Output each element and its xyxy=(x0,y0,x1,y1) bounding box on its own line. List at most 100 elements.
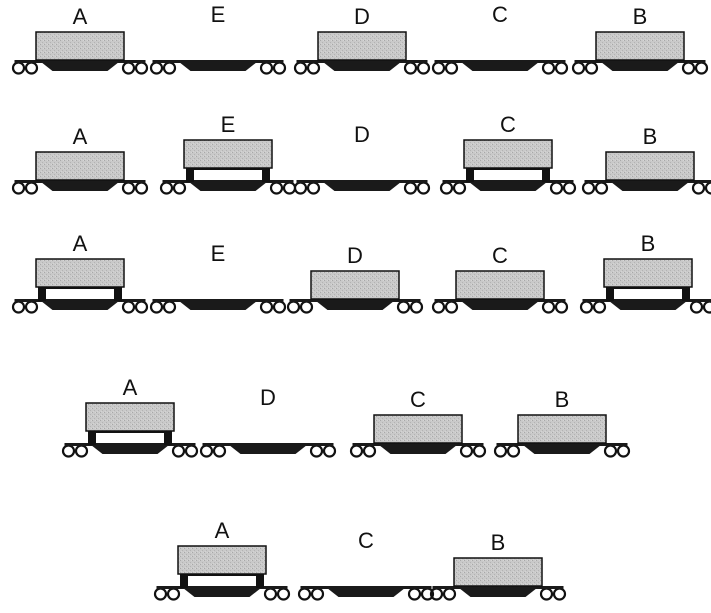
wheel xyxy=(172,181,187,195)
lift-post xyxy=(262,168,270,182)
railcar: A xyxy=(61,375,199,458)
wheel xyxy=(581,181,596,195)
car-well xyxy=(176,60,260,71)
car-label: D xyxy=(354,122,370,147)
car-label: A xyxy=(215,518,230,543)
railcar: D xyxy=(293,4,431,75)
container xyxy=(463,139,553,169)
wheel xyxy=(431,61,446,75)
wheel xyxy=(541,61,556,75)
car-well xyxy=(176,299,260,310)
wheel xyxy=(416,61,431,75)
car-well xyxy=(88,443,172,454)
car-label: B xyxy=(643,124,658,149)
container xyxy=(453,557,543,587)
wheel xyxy=(74,444,89,458)
car-well xyxy=(186,180,270,191)
wheel xyxy=(689,300,704,314)
wheel xyxy=(212,444,227,458)
car-label: D xyxy=(260,385,276,410)
car-well xyxy=(458,60,542,71)
wheel xyxy=(276,587,291,601)
car-label: A xyxy=(73,231,88,256)
wheel xyxy=(549,181,564,195)
car-label: E xyxy=(211,2,226,27)
car-well xyxy=(180,586,264,597)
container xyxy=(373,414,463,444)
container xyxy=(35,151,125,181)
railcar: D xyxy=(286,243,424,314)
car-well xyxy=(466,180,550,191)
wheel xyxy=(452,181,467,195)
car-label: C xyxy=(410,387,426,412)
wheel xyxy=(293,181,308,195)
wheel xyxy=(539,587,554,601)
railcar: B xyxy=(581,124,711,195)
car-label: C xyxy=(358,528,374,553)
container xyxy=(317,31,407,61)
wheel xyxy=(149,61,164,75)
wheel xyxy=(297,587,312,601)
car-well xyxy=(38,60,122,71)
wheel xyxy=(444,300,459,314)
car-well xyxy=(38,180,122,191)
car-label: C xyxy=(500,112,516,137)
car-label: D xyxy=(354,4,370,29)
railcar: A xyxy=(153,518,291,601)
wheel xyxy=(592,300,607,314)
wheel xyxy=(362,444,377,458)
wheel xyxy=(403,61,418,75)
railcar: B xyxy=(493,387,631,458)
wheel xyxy=(272,300,287,314)
wheel xyxy=(282,181,297,195)
container xyxy=(35,258,125,288)
wheel xyxy=(24,181,39,195)
wheel xyxy=(263,587,278,601)
car-well xyxy=(313,299,397,310)
lift-post xyxy=(682,287,690,301)
car-label: B xyxy=(641,231,656,256)
wheel xyxy=(121,181,136,195)
container xyxy=(605,151,695,181)
car-well xyxy=(320,60,404,71)
wheel xyxy=(704,181,711,195)
wheel xyxy=(153,587,168,601)
car-label: D xyxy=(347,243,363,268)
wheel xyxy=(322,444,337,458)
railcar: E xyxy=(149,241,287,314)
wheel xyxy=(199,444,214,458)
wheel xyxy=(24,300,39,314)
railcar: B xyxy=(579,231,711,314)
wheel xyxy=(562,181,577,195)
car-label: B xyxy=(555,387,570,412)
car-well xyxy=(376,443,460,454)
wheel xyxy=(24,61,39,75)
wheel xyxy=(61,444,76,458)
wheel xyxy=(472,444,487,458)
wheel xyxy=(309,444,324,458)
wheel xyxy=(306,181,321,195)
railcar: B xyxy=(571,4,709,75)
wheel xyxy=(11,61,26,75)
railcar: E xyxy=(159,112,297,195)
lift-post xyxy=(164,431,172,445)
wheel xyxy=(416,181,431,195)
wheel xyxy=(579,300,594,314)
car-label: A xyxy=(73,4,88,29)
wheel xyxy=(121,61,136,75)
wheel xyxy=(702,300,711,314)
railcar: C xyxy=(431,2,569,75)
wheel xyxy=(134,61,149,75)
wheel xyxy=(166,587,181,601)
wheel xyxy=(439,181,454,195)
lift-post xyxy=(186,168,194,182)
wheel xyxy=(269,181,284,195)
car-label: A xyxy=(123,375,138,400)
wheel xyxy=(162,61,177,75)
container xyxy=(455,270,545,300)
